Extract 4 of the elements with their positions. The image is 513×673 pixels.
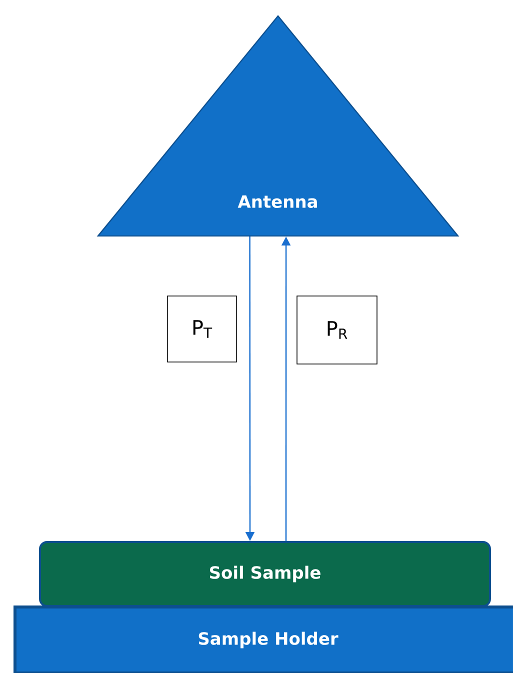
soil-sample-block: Soil Sample	[39, 541, 491, 607]
power-label-box: P$_{T}$	[167, 296, 237, 362]
sample-holder-block: Sample Holder	[14, 606, 513, 673]
power-label-box: P$_{R}$	[296, 296, 378, 364]
